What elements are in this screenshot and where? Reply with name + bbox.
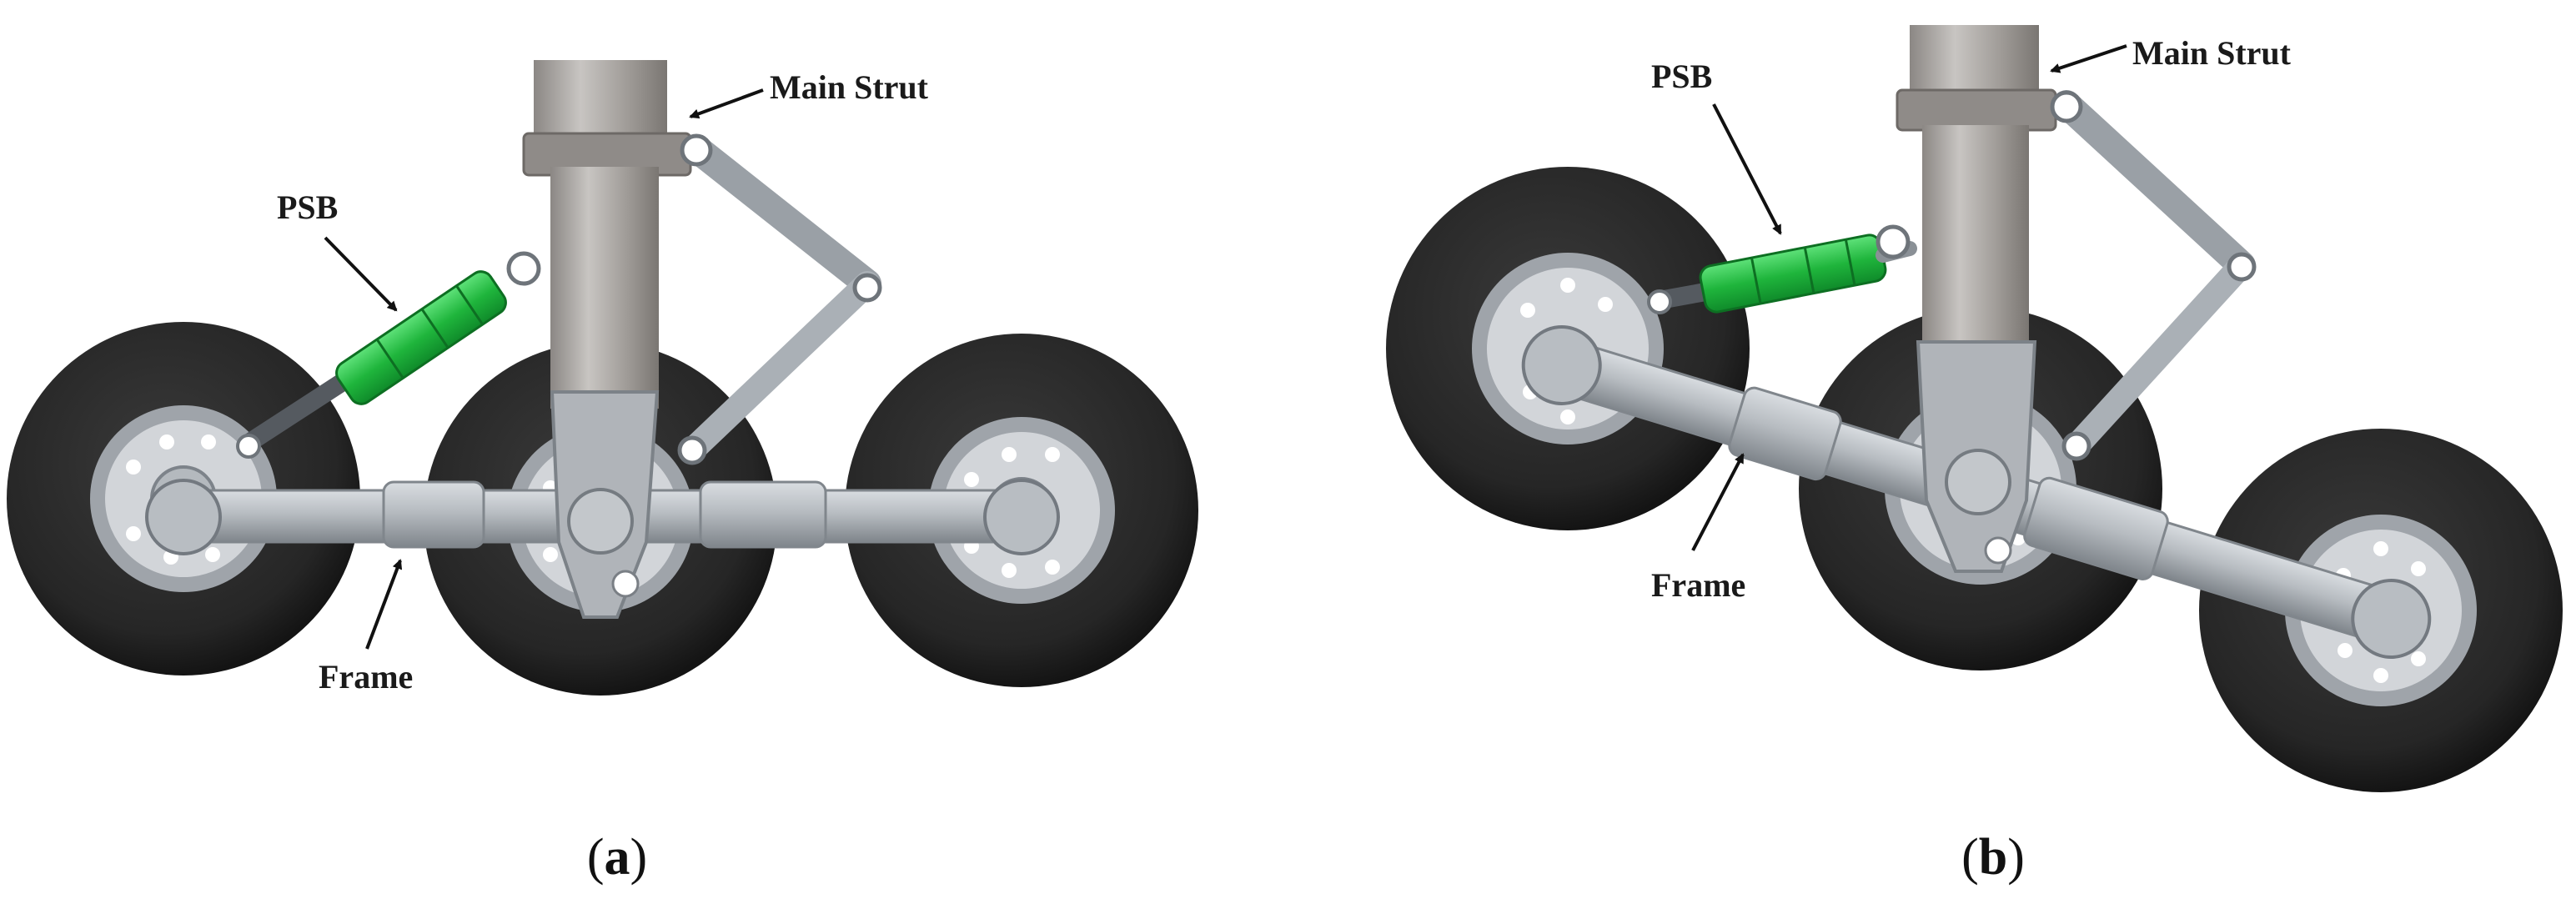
callout-frame-a: Frame [319,559,413,696]
frame-label: Frame [319,658,413,696]
caption-letter: b [1979,829,2007,886]
caption-open-paren: ( [587,829,605,886]
callout-frame-b: Frame [1651,453,1745,604]
callout-psb-b: PSB [1651,58,1782,235]
panel-a: Main Strut PSB Frame (a) [7,60,1198,886]
psb-label: PSB [1651,58,1712,95]
caption-open-paren: ( [1961,829,1979,886]
caption-close-paren: ) [630,829,648,886]
rim-holes [126,434,1060,583]
main-strut [1896,25,2057,573]
main-strut-label: Main Strut [770,68,929,106]
torque-link [677,133,882,465]
psb-actuator [236,251,541,459]
psb-actuator [1647,224,1917,314]
callout-main-strut-a: Main Strut [689,68,929,119]
caption-letter: a [605,829,630,886]
psb-label: PSB [277,188,338,226]
main-strut [522,60,692,619]
caption-close-paren: ) [2007,829,2025,886]
panel-b: Main Strut PSB Frame (b) [1386,25,2563,886]
callout-psb-a: PSB [277,188,398,312]
torque-link [2050,90,2257,461]
callout-main-strut-b: Main Strut [2050,34,2292,73]
caption-b: (b) [1961,829,2025,886]
caption-a: (a) [587,829,647,886]
main-strut-label: Main Strut [2132,34,2292,72]
frame-label: Frame [1651,566,1745,604]
